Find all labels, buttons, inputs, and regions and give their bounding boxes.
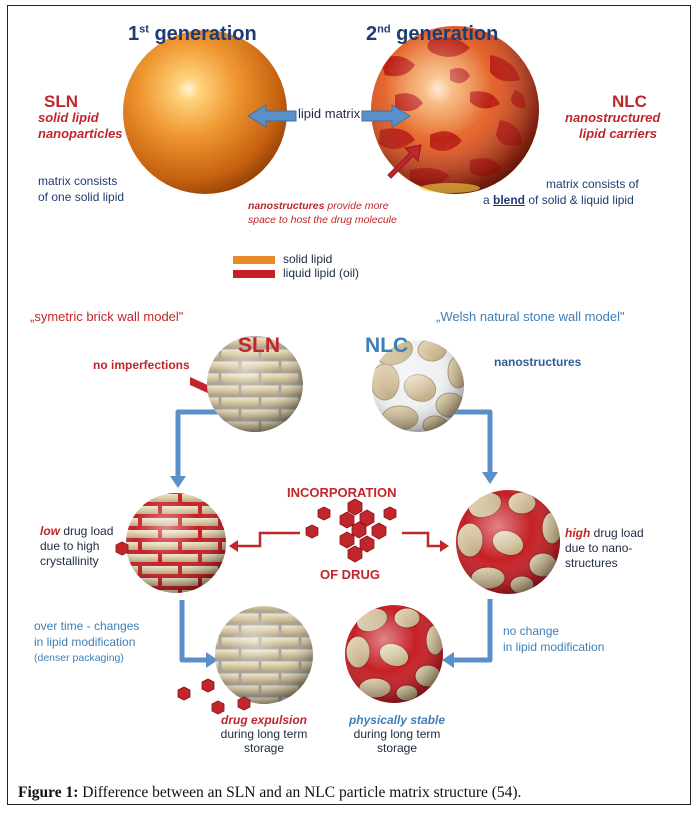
first-generation-title: 1st generation: [128, 23, 257, 46]
nlc-top-label: NLC: [612, 92, 647, 112]
high-drug-load-line1: high drug load: [565, 527, 644, 541]
nanostructures-note-line1: nanostructures provide more: [248, 200, 389, 212]
brick-wall-model-label: „symetric brick wall model": [30, 310, 183, 325]
lipid-matrix-label: lipid matrix: [298, 107, 360, 122]
legend-liquid-lipid: liquid lipid (oil): [283, 267, 359, 281]
nanostructures-note-line2: space to host the drug molecule: [248, 214, 397, 226]
sln-matrix-line2: of one solid lipid: [38, 191, 124, 205]
low-drug-load-line2: due to high: [40, 540, 99, 554]
nlc-matrix-line1: matrix consists of: [546, 178, 639, 192]
solid-lipid-swatch: [233, 256, 275, 264]
legend-swatches: [233, 256, 275, 278]
high-drug-load-line2: due to nano-: [565, 542, 632, 556]
low-drug-load-line1: low drug load: [40, 525, 113, 539]
nlc-matrix-line2: a blend of solid & liquid lipid: [483, 194, 634, 208]
nlc-bottom-label: NLC: [365, 334, 408, 358]
incorporation-arrowheads: [229, 540, 449, 552]
high-drug-load-line3: structures: [565, 557, 618, 571]
nlc-stable-sphere: [345, 604, 444, 703]
no-change-line2: in lipid modification: [503, 641, 604, 655]
sln-loaded-sphere: [126, 493, 226, 593]
sln-bottom-label: SLN: [238, 334, 280, 358]
no-imperfections-label: no imperfections: [93, 359, 190, 373]
second-generation-title: 2nd generation: [366, 23, 498, 46]
figure-caption: Figure 1: Difference between an SLN and …: [18, 784, 521, 802]
overtime-line3: (denser packaging): [34, 652, 124, 664]
sln-sub2: nanoparticles: [38, 127, 123, 142]
sln-sub1: solid lipid: [38, 111, 99, 126]
nlc-sub2: lipid carriers: [579, 127, 657, 142]
overtime-line2: in lipid modification: [34, 636, 135, 650]
incorporation-label: INCORPORATION: [287, 486, 397, 501]
sln-expulsion-sphere: [215, 606, 313, 704]
stone-wall-model-label: „Welsh natural stone wall model": [436, 310, 625, 325]
legend-solid-lipid: solid lipid: [283, 253, 332, 267]
physically-stable-label: physically stable during long term stora…: [342, 714, 452, 755]
sln-top-label: SLN: [44, 92, 78, 112]
drug-expulsion-label: drug expulsion during long term storage: [214, 714, 314, 755]
low-drug-load-line3: crystallinity: [40, 555, 99, 569]
nlc-loaded-sphere: [456, 488, 562, 594]
nlc-sub1: nanostructured: [565, 111, 660, 126]
overtime-line1: over time - changes: [34, 620, 139, 634]
liquid-lipid-swatch: [233, 270, 275, 278]
of-drug-label: OF DRUG: [320, 568, 380, 583]
nanostructures-label: nanostructures: [494, 356, 581, 370]
no-change-line1: no change: [503, 625, 559, 639]
sln-matrix-line1: matrix consists: [38, 175, 117, 189]
